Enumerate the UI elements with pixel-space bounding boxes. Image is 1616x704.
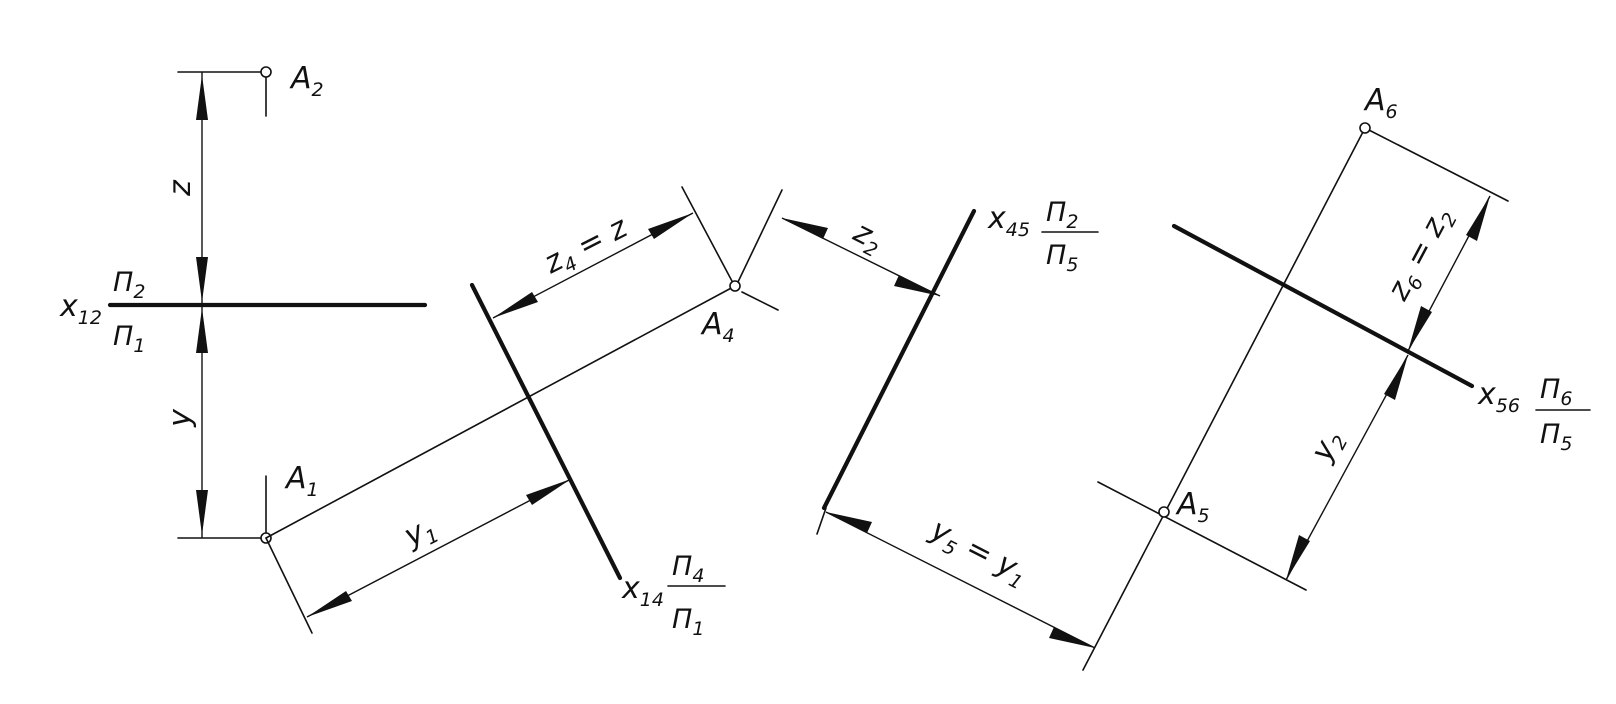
- label-a4: A4: [700, 307, 735, 347]
- label-z2: z2: [845, 214, 888, 262]
- label-a5: A5: [1175, 487, 1210, 527]
- arrowhead-y2-start: [1384, 355, 1408, 400]
- axis-x12-numerator: Π2: [113, 267, 145, 303]
- arrowhead-y2-end: [1286, 535, 1310, 580]
- extension-line-a5: [1097, 481, 1307, 591]
- axis-x45-label: x45: [987, 201, 1030, 241]
- arrowhead-z-bottom: [196, 257, 208, 302]
- extension-line-a4-left: [681, 186, 734, 284]
- label-y1: y1: [398, 509, 443, 558]
- label-y: y: [163, 408, 198, 428]
- axis-x56-numerator: Π6: [1540, 374, 1572, 410]
- projection-x56-group: z6 = z2 y2 A6 A5 x56 Π6 Π5: [1082, 83, 1591, 671]
- axis-x12-denominator: Π1: [113, 321, 145, 357]
- label-y5-eq-y1: y5 = y1: [922, 512, 1033, 594]
- arrowhead-z2-end: [894, 275, 940, 296]
- axis-x14-denominator: Π1: [672, 604, 704, 640]
- arrowhead-z4-end: [648, 213, 693, 239]
- label-z: z: [163, 179, 198, 197]
- axis-x14-numerator: Π4: [672, 551, 704, 587]
- axis-x14-label: x14: [621, 571, 664, 611]
- label-z4-eq-z: z4 = z: [538, 209, 636, 285]
- arrowhead-z-top: [196, 75, 208, 120]
- projection-x12-group: A2 A1 z y x12 Π2 Π1: [59, 61, 428, 544]
- dimension-line-y1: [306, 478, 572, 618]
- label-a6: A6: [1363, 83, 1398, 123]
- axis-x12-label: x12: [59, 289, 102, 329]
- extension-line-a4-right: [737, 189, 783, 283]
- axis-x45-line: [821, 208, 977, 511]
- projection-x14-group: z4 = z y1 A4 x14 Π4 Π1: [265, 186, 783, 640]
- label-y2: y2: [1304, 424, 1353, 470]
- point-a5: [1158, 506, 1170, 518]
- arrowhead-y1-end: [526, 479, 571, 505]
- arrowhead-y1-start: [307, 591, 352, 617]
- arrowhead-z2-start: [782, 218, 828, 239]
- extension-line-a1-lower: [265, 537, 313, 634]
- arrowhead-z6-start: [1466, 196, 1490, 241]
- projector-a5-a6: [1082, 127, 1366, 671]
- label-z6-eq-z2: z6 = z2: [1380, 201, 1462, 308]
- axis-x56-denominator: Π5: [1540, 419, 1572, 455]
- arrowhead-y5-end: [1049, 627, 1095, 648]
- dimension-line-y5: [825, 511, 1096, 649]
- projector-a1-a4: [265, 285, 736, 539]
- axis-x45-numerator: Π2: [1046, 197, 1078, 233]
- axis-x45-extension: [816, 507, 827, 535]
- tick-a4: [741, 291, 779, 311]
- projection-x45-group: z2 y5 = y1 x45 Π2 Π5: [781, 197, 1099, 649]
- point-a6: [1359, 122, 1371, 134]
- point-a2: [260, 66, 272, 78]
- arrowhead-z4-start: [493, 292, 538, 318]
- arrowhead-y-top: [196, 308, 208, 353]
- arrowhead-z6-end: [1408, 306, 1432, 351]
- point-a4: [729, 280, 741, 292]
- arrowhead-y5-start: [826, 512, 872, 533]
- axis-x56-label: x56: [1477, 377, 1520, 417]
- axis-x14-line: [469, 282, 623, 581]
- arrowhead-y-bottom: [196, 490, 208, 535]
- label-a1: A1: [284, 461, 319, 501]
- axis-x56-line: [1171, 223, 1475, 389]
- axis-x45-denominator: Π5: [1046, 240, 1078, 276]
- extension-line-a6: [1364, 127, 1509, 202]
- label-a2: A2: [289, 61, 324, 101]
